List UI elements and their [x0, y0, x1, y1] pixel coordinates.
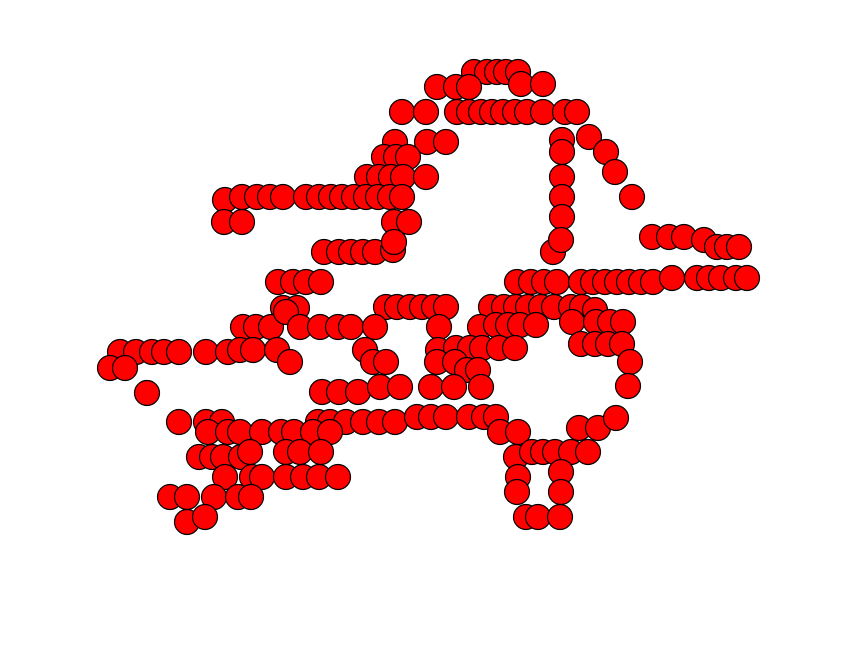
- data-point: [558, 308, 586, 336]
- data-point: [455, 73, 483, 101]
- data-point: [337, 313, 365, 341]
- data-point: [522, 311, 550, 339]
- data-point: [601, 158, 629, 186]
- data-point: [618, 183, 646, 211]
- data-point: [344, 378, 372, 406]
- data-point: [388, 98, 416, 126]
- data-point: [307, 438, 335, 466]
- data-point: [372, 348, 400, 376]
- data-point: [507, 70, 535, 98]
- data-point: [412, 98, 440, 126]
- data-point: [395, 208, 423, 236]
- data-point: [547, 226, 575, 254]
- data-point: [548, 203, 576, 231]
- data-point: [276, 348, 304, 376]
- data-point: [269, 183, 297, 211]
- data-point: [417, 373, 445, 401]
- data-point: [725, 233, 753, 261]
- data-point: [324, 463, 352, 491]
- data-point: [173, 483, 201, 511]
- data-point: [228, 208, 256, 236]
- data-point: [543, 268, 571, 296]
- data-point: [236, 438, 264, 466]
- data-point: [616, 348, 644, 376]
- data-point: [111, 354, 139, 382]
- data-point: [412, 163, 440, 191]
- data-point: [211, 463, 239, 491]
- data-point: [133, 379, 161, 407]
- data-point: [237, 483, 265, 511]
- data-point: [381, 408, 409, 436]
- data-points: [96, 58, 761, 536]
- data-point: [609, 308, 637, 336]
- data-point: [386, 373, 414, 401]
- data-point: [361, 313, 389, 341]
- data-point: [501, 334, 529, 362]
- data-point: [388, 183, 416, 211]
- data-point: [307, 268, 335, 296]
- data-point: [548, 138, 576, 166]
- data-point: [733, 264, 761, 292]
- data-point: [432, 403, 460, 431]
- data-point: [191, 503, 219, 531]
- data-point: [432, 128, 460, 156]
- data-point: [529, 98, 557, 126]
- data-point: [524, 503, 552, 531]
- data-point: [547, 478, 575, 506]
- data-point: [602, 404, 630, 432]
- data-point: [614, 372, 642, 400]
- data-point: [165, 338, 193, 366]
- data-point: [165, 408, 193, 436]
- data-point: [192, 338, 220, 366]
- data-point: [546, 503, 574, 531]
- data-point: [467, 373, 495, 401]
- data-point: [563, 98, 591, 126]
- data-point: [440, 373, 468, 401]
- data-point: [380, 228, 408, 256]
- data-point: [574, 438, 602, 466]
- data-point: [575, 123, 603, 151]
- data-point: [425, 313, 453, 341]
- data-point: [658, 264, 686, 292]
- data-point: [529, 70, 557, 98]
- data-point: [503, 478, 531, 506]
- data-point: [239, 336, 267, 364]
